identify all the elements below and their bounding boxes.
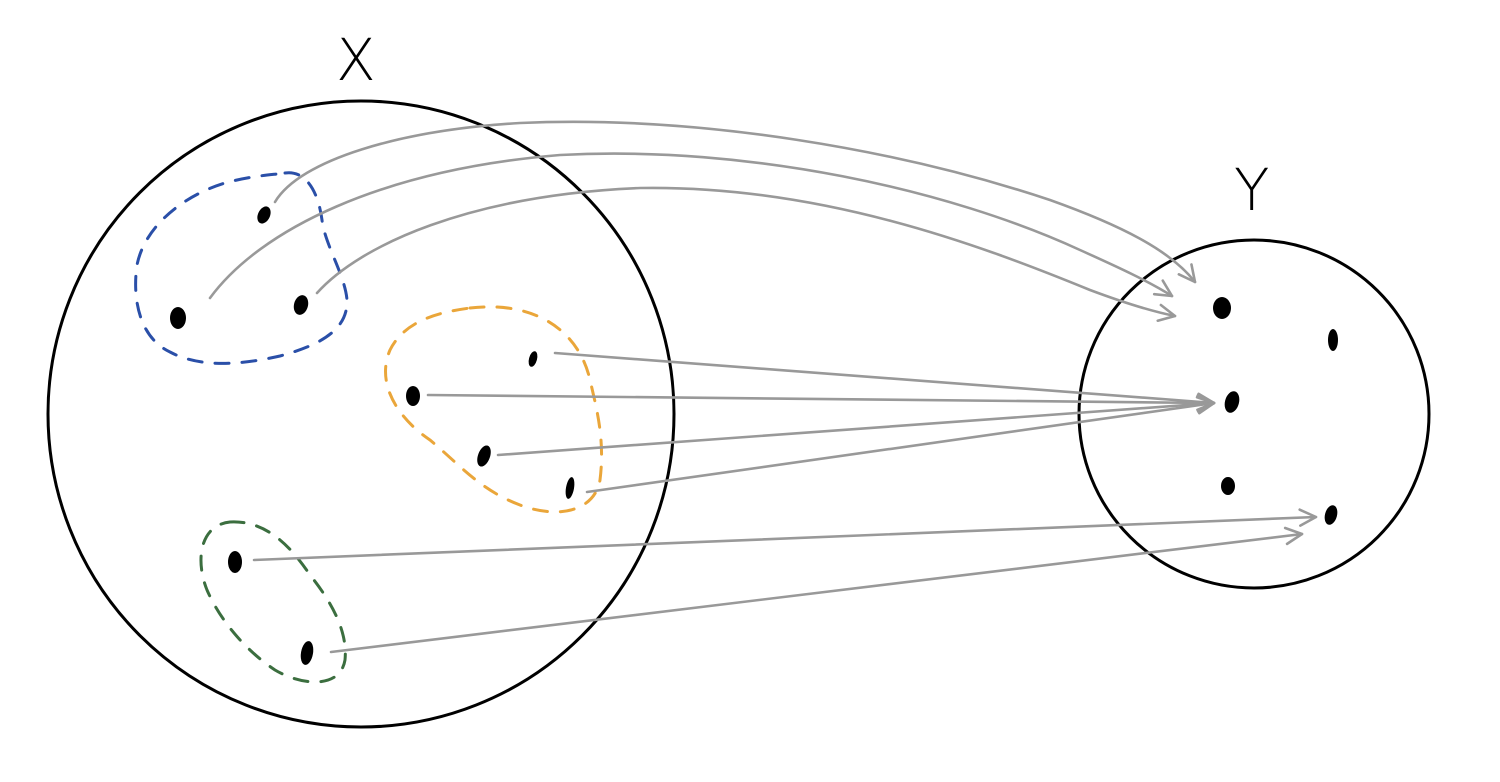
domain-points: [170, 206, 575, 665]
point-x8: [228, 551, 242, 573]
cluster-blue: [134, 171, 349, 365]
arrow-blue-2: [208, 152, 1174, 300]
point-y2: [1328, 329, 1338, 351]
arrow-orange-3: [496, 394, 1216, 457]
arrow-blue-3: [315, 186, 1177, 323]
codomain-points: [1213, 297, 1338, 525]
arrow-green-2: [329, 526, 1304, 654]
arrow-orange-4: [585, 396, 1216, 494]
cluster-green: [199, 520, 347, 684]
point-y4: [1221, 477, 1235, 495]
arrow-green-1: [252, 508, 1318, 562]
point-x2: [170, 307, 186, 329]
arrow-orange-2: [426, 393, 1216, 413]
point-x4: [528, 351, 538, 367]
point-x6: [477, 445, 491, 467]
point-x1: [257, 206, 271, 224]
point-y5: [1324, 505, 1338, 525]
point-y1: [1213, 297, 1231, 319]
point-x7: [565, 477, 575, 499]
point-x3: [293, 295, 309, 315]
cluster-orange: [384, 305, 604, 514]
point-x9: [300, 641, 314, 665]
set-y-label: Y: [1234, 156, 1269, 224]
point-x5: [406, 386, 420, 406]
arrow-orange-1: [553, 351, 1216, 412]
point-y3: [1224, 391, 1240, 413]
set-x-label: X: [336, 26, 376, 94]
set-x-circle: [46, 99, 676, 729]
arrow-blue-1: [273, 120, 1197, 284]
